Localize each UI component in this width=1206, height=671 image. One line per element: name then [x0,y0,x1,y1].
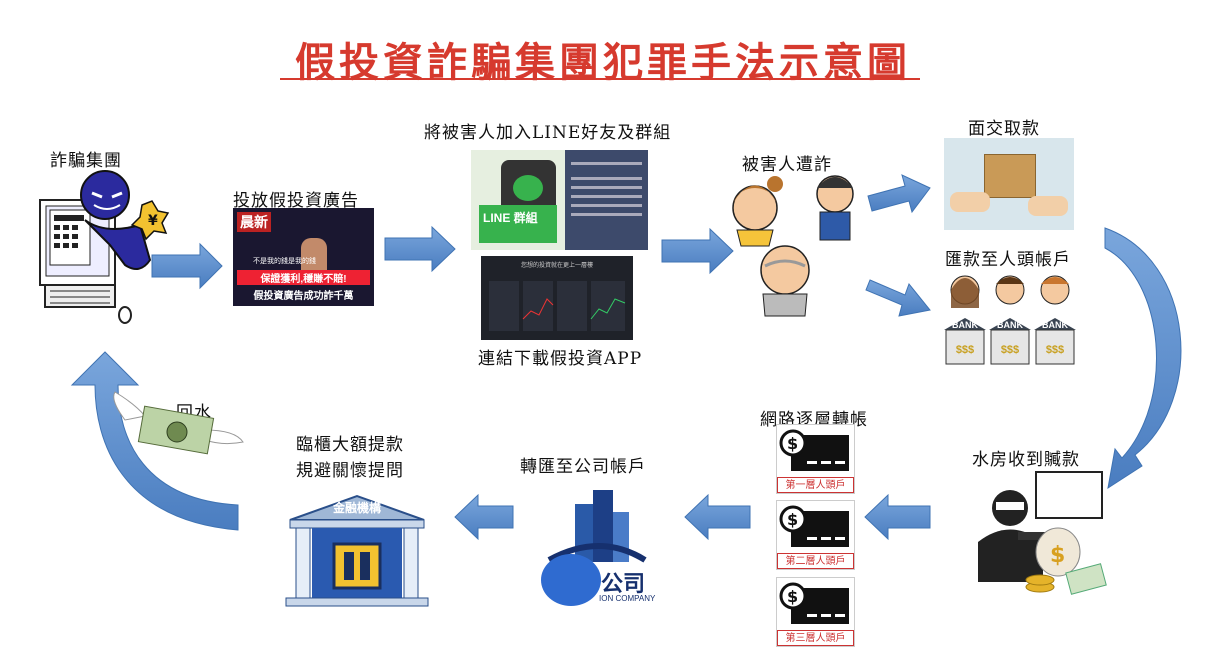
bank-money-1: $$$ [955,344,975,356]
svg-text:$: $ [787,510,798,529]
mule-person-1 [950,275,980,308]
victim-man [816,175,854,241]
card-label-2: 第二層人頭戶 [777,553,854,569]
account-card-3: $ 第三層人頭戶 [776,577,855,647]
svg-text:$: $ [787,587,798,606]
card-label-1: 第一層人頭戶 [777,477,854,493]
fake-app-image: 您想的投資就在更上一層樓 [481,256,633,340]
finance-building-label: 金融機構 [332,501,381,515]
app-header: 您想的投資就在更上一層樓 [520,263,593,269]
svg-text:¥: ¥ [148,213,158,229]
victim-elder [760,245,810,317]
line-logo-icon [513,175,543,201]
account-card-2: $ 第二層人頭戶 [776,500,855,570]
gang-illustration: ¥ [39,170,170,324]
label-water-house: 水房收到贓款 [972,450,1080,470]
arrow-curve-to-water-house [1104,227,1182,490]
label-gang: 詐騙集團 [50,151,122,171]
arrow-victims-to-cash [867,174,931,214]
bank-label-3: BANK [1042,320,1068,330]
package-box [984,154,1036,198]
arrow-gang-to-ad [151,242,223,290]
account-card-1: $ 第一層人頭戶 [776,424,855,494]
ad-brand: 晨新 [237,212,271,232]
bank-label-1: BANK [952,320,978,330]
flying-money-icon [113,391,244,455]
ad-small-text: 不是我的錢是我的錢 [253,258,316,265]
hand-right [1028,196,1068,216]
water-house-illustration: $ [978,471,1107,595]
arrow-cards-to-company [684,493,751,541]
card-label-3: 第三層人頭戶 [777,630,854,646]
ad-headline-1: 保證獲利,穩賺不賠! [237,270,370,285]
label-mule-account: 匯款至人頭帳戶 [945,250,1071,270]
svg-text:$: $ [787,434,798,453]
fake-ad-image: 晨新 不是我的錢是我的錢 保證獲利,穩賺不賠! 假投資廣告成功詐千萬 [233,208,374,306]
cash-handover-image [944,138,1074,230]
label-add-line: 將被害人加入LINE好友及群組 [424,123,672,143]
arrow-water-to-cards [864,493,931,541]
company-sub-text: ION COMPANY [599,594,656,603]
title-underline [280,78,920,80]
company-logo-text: 公司 [601,572,646,597]
label-victims: 被害人遭詐 [742,155,832,175]
arrow-company-to-bank [454,493,514,541]
arrow-line-to-victims [661,227,734,275]
victim-woman [732,176,783,247]
bank-money-3: $$$ [1045,344,1065,356]
line-group-label: LINE 群組 [479,205,557,243]
company-image: 公司 ION COMPANY [535,486,665,610]
label-counter-withdraw-2: 規避關懷提問 [296,461,404,481]
bank-money-2: $$$ [1000,344,1020,356]
app-chart [489,281,626,331]
mule-accounts-image: BANK BANK BANK $$$ $$$ $$$ [940,268,1080,372]
arrow-victims-to-mule [865,279,931,317]
bank-label-2: BANK [997,320,1023,330]
ad-headline-2: 假投資廣告成功詐千萬 [253,291,354,302]
mule-person-2 [995,275,1025,305]
label-cash-handover: 面交取款 [968,119,1040,139]
label-fake-ad: 投放假投資廣告 [233,191,359,211]
victims-illustration [732,175,854,317]
svg-text:$: $ [1050,543,1065,568]
label-counter-withdraw-1: 臨櫃大額提款 [296,435,404,455]
financial-institution-image: 金融機構 [282,492,432,610]
label-download-app: 連結下載假投資APP [478,349,643,369]
arrow-ad-to-line [384,225,456,273]
mule-person-3 [1040,275,1070,305]
label-company-transfer: 轉匯至公司帳戶 [520,457,646,477]
line-image: LINE 群組 [471,150,648,250]
line-chat-screenshot [565,150,648,250]
hand-left [950,192,990,212]
